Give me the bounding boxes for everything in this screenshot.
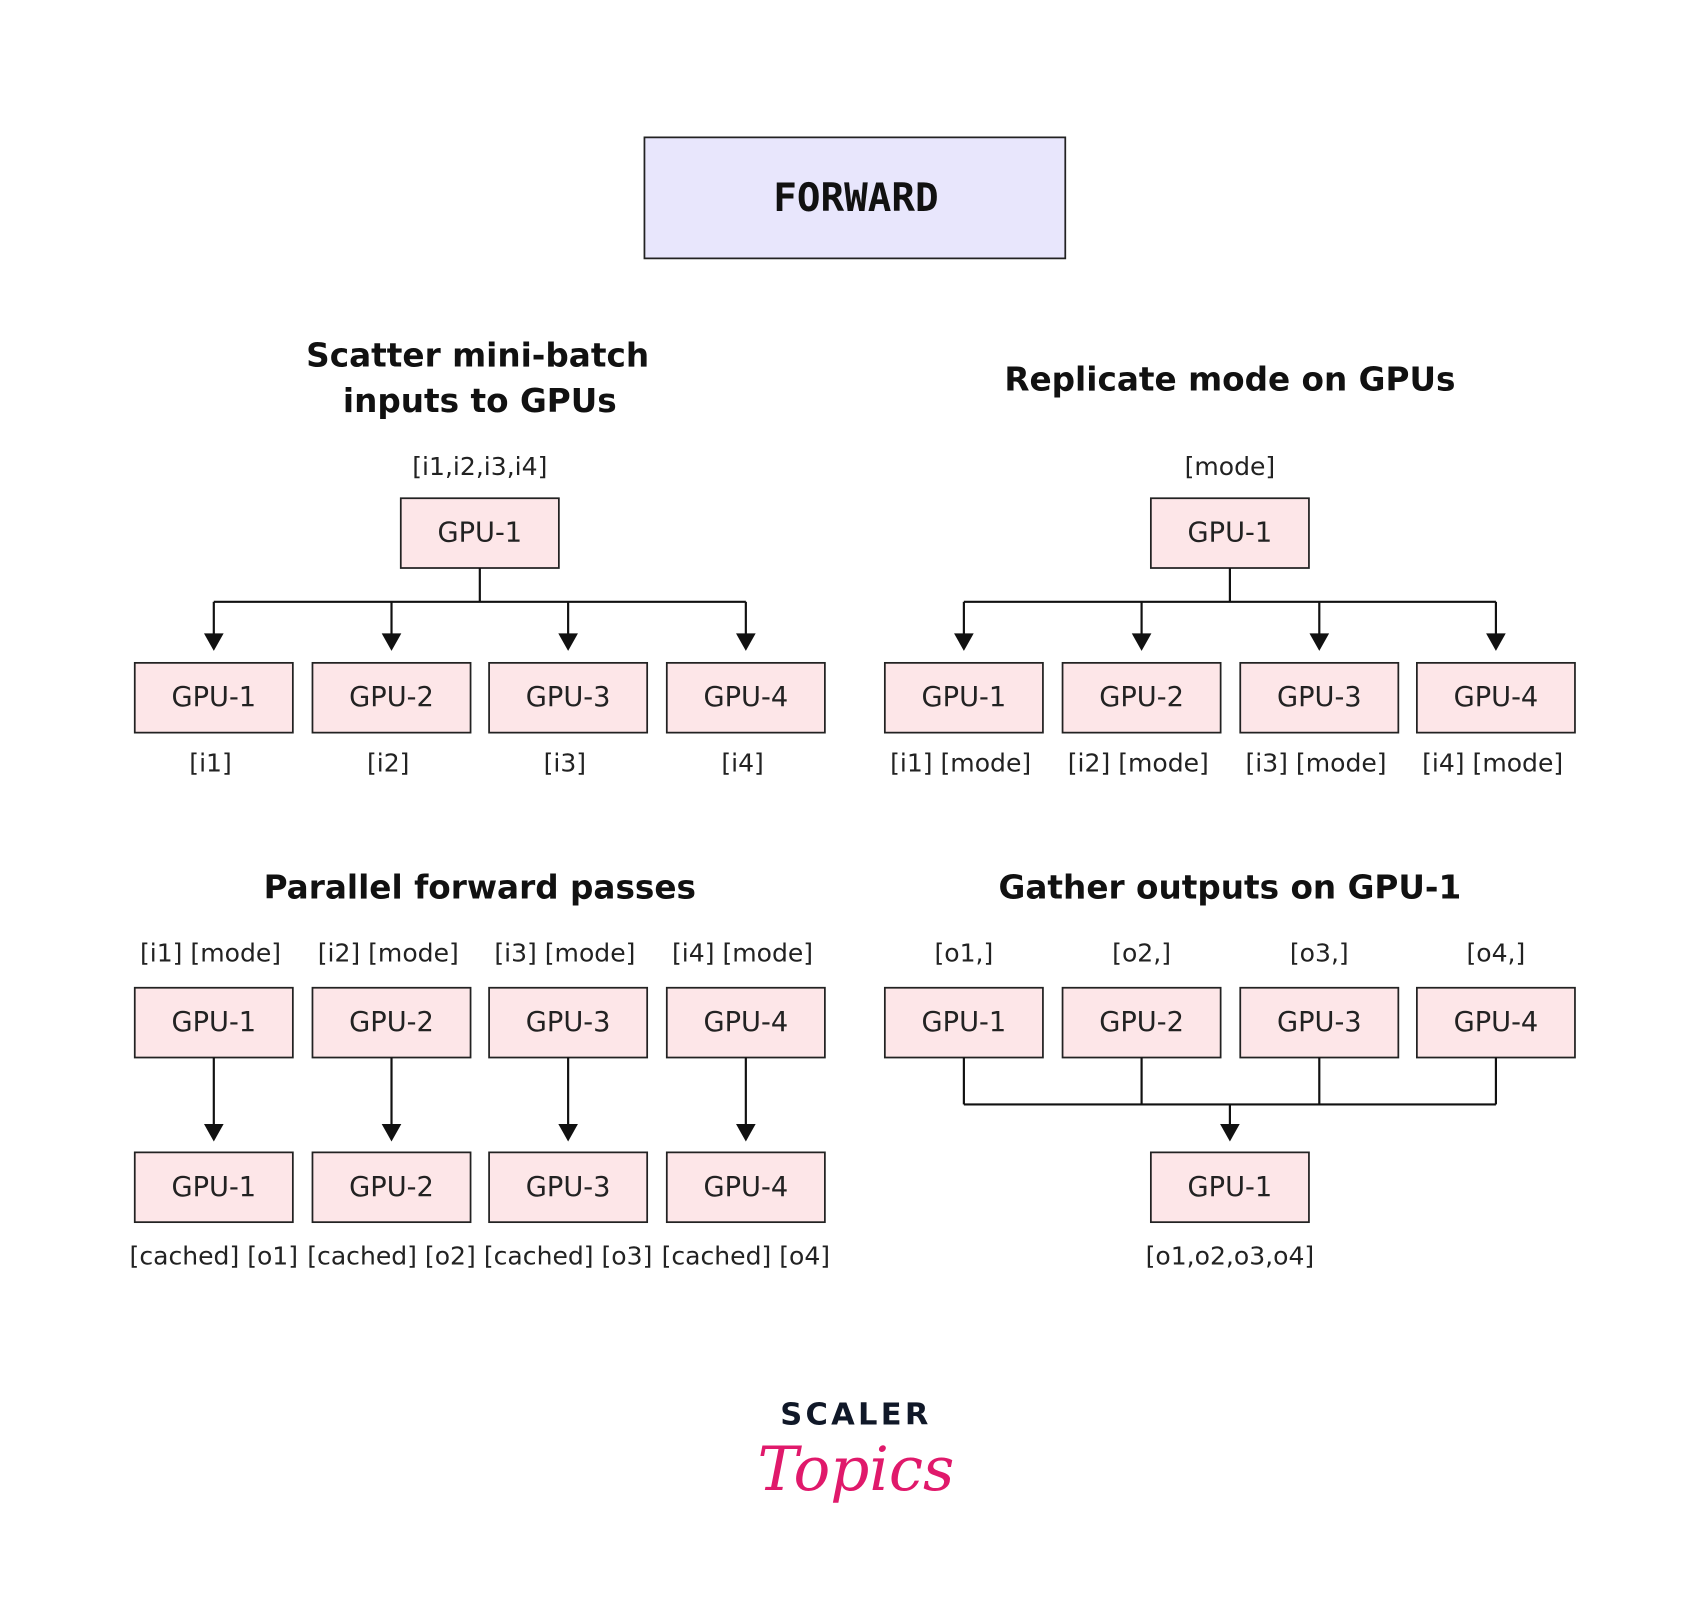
parallel-output-label: [cached] [o4] — [662, 1241, 831, 1270]
gpu-box-label: GPU-2 — [1099, 1007, 1184, 1038]
parallel-top-gpu: GPU-4 — [665, 986, 826, 1059]
gpu-box-label: GPU-1 — [922, 682, 1007, 713]
parallel-input-label: [i4] [mode] — [672, 938, 813, 967]
scatter-target-label: [i2] — [367, 749, 409, 778]
arrow-head-icon — [381, 1124, 402, 1142]
gather-target-label: [o1,o2,o3,o4] — [1146, 1241, 1315, 1270]
logo-topics-text: Topics — [758, 1434, 955, 1505]
parallel-input-label: [i2] [mode] — [318, 938, 459, 967]
gpu-box-label: GPU-2 — [349, 682, 434, 713]
gpu-box-label: GPU-1 — [1188, 518, 1273, 549]
scatter-target-label: [i1] — [189, 749, 231, 778]
arrow-head-icon — [1131, 633, 1152, 651]
gpu-box-label: GPU-4 — [1454, 1007, 1539, 1038]
scatter-target-gpu: GPU-1 — [133, 661, 294, 734]
parallel-top-gpu: GPU-1 — [133, 986, 294, 1059]
arrow-head-icon — [203, 1124, 224, 1142]
gpu-box-label: GPU-3 — [526, 1172, 611, 1203]
gpu-box-label: GPU-3 — [526, 1007, 611, 1038]
forward-title: FORWARD — [773, 176, 938, 221]
gpu-box-label: GPU-3 — [1277, 682, 1362, 713]
arrow-head-icon — [1220, 1124, 1240, 1142]
scatter-source-label: [i1,i2,i3,i4] — [412, 452, 547, 481]
parallel-heading: Parallel forward passes — [264, 868, 696, 906]
gather-source-label: [o1,] — [934, 938, 993, 967]
parallel-top-gpu: GPU-2 — [311, 986, 472, 1059]
gpu-box-label: GPU-4 — [704, 1007, 789, 1038]
gpu-box-label: GPU-1 — [1188, 1172, 1273, 1203]
scaler-topics-logo: SCALER Topics — [758, 1398, 955, 1506]
parallel-output-label: [cached] [o2] — [307, 1241, 476, 1270]
parallel-input-label: [i3] [mode] — [494, 938, 635, 967]
gather-heading: Gather outputs on GPU-1 — [999, 868, 1462, 906]
scatter-heading-line1: Scatter mini-batch — [306, 336, 649, 374]
gpu-box-label: GPU-3 — [1277, 1007, 1362, 1038]
scatter-target-gpu: GPU-4 — [665, 661, 826, 734]
parallel-bottom-gpu: GPU-4 — [665, 1151, 826, 1224]
logo-scaler-text: SCALER — [780, 1398, 931, 1433]
replicate-source-gpu: GPU-1 — [1149, 497, 1310, 569]
parallel-top-gpu: GPU-3 — [488, 986, 649, 1059]
replicate-target-label: [i3] [mode] — [1245, 749, 1386, 778]
gpu-box-label: GPU-2 — [1099, 682, 1184, 713]
gather-source-gpu: GPU-1 — [883, 986, 1044, 1059]
replicate-target-label: [i2] [mode] — [1068, 749, 1209, 778]
gpu-box-label: GPU-1 — [922, 1007, 1007, 1038]
gpu-box-label: GPU-2 — [349, 1172, 434, 1203]
scatter-target-label: [i4] — [721, 749, 763, 778]
arrow-head-icon — [736, 1124, 756, 1142]
gather-source-gpu: GPU-4 — [1416, 986, 1576, 1059]
gather-source-gpu: GPU-3 — [1239, 986, 1400, 1059]
scatter-source-gpu: GPU-1 — [399, 497, 560, 569]
gpu-box-label: GPU-4 — [704, 682, 789, 713]
forward-title-box: FORWARD — [643, 136, 1067, 260]
gpu-box-label: GPU-1 — [171, 682, 256, 713]
gpu-box-label: GPU-1 — [171, 1007, 256, 1038]
replicate-target-gpu: GPU-3 — [1239, 661, 1400, 734]
parallel-bottom-gpu: GPU-1 — [133, 1151, 294, 1224]
gpu-box-label: GPU-3 — [526, 682, 611, 713]
parallel-bottom-gpu: GPU-2 — [311, 1151, 472, 1224]
replicate-target-gpu: GPU-2 — [1061, 661, 1222, 734]
scatter-target-gpu: GPU-3 — [488, 661, 649, 734]
replicate-heading: Replicate mode on GPUs — [1004, 360, 1455, 398]
gather-source-label: [o2,] — [1112, 938, 1171, 967]
arrow-head-icon — [1309, 633, 1330, 651]
gather-source-gpu: GPU-2 — [1061, 986, 1222, 1059]
parallel-bottom-gpu: GPU-3 — [488, 1151, 649, 1224]
replicate-target-label: [i4] [mode] — [1422, 749, 1563, 778]
scatter-heading-line2: inputs to GPUs — [343, 382, 617, 420]
replicate-target-label: [i1] [mode] — [890, 749, 1031, 778]
arrow-head-icon — [558, 1124, 578, 1142]
parallel-output-label: [cached] [o1] — [130, 1241, 299, 1270]
replicate-target-gpu: GPU-4 — [1416, 661, 1576, 734]
gather-source-label: [o4,] — [1467, 938, 1526, 967]
parallel-input-label: [i1] [mode] — [140, 938, 281, 967]
arrow-head-icon — [736, 633, 756, 651]
gpu-box-label: GPU-4 — [1454, 682, 1539, 713]
scatter-target-gpu: GPU-2 — [311, 661, 472, 734]
gather-source-label: [o3,] — [1290, 938, 1349, 967]
arrow-head-icon — [1486, 633, 1506, 651]
replicate-source-label: [mode] — [1185, 452, 1276, 481]
gpu-box-label: GPU-4 — [704, 1172, 789, 1203]
scatter-target-label: [i3] — [544, 749, 586, 778]
gpu-box-label: GPU-1 — [171, 1172, 256, 1203]
parallel-output-label: [cached] [o3] — [484, 1241, 653, 1270]
gather-target-gpu: GPU-1 — [1149, 1151, 1310, 1224]
arrow-head-icon — [954, 633, 974, 651]
arrow-head-icon — [381, 633, 402, 651]
arrow-head-icon — [558, 633, 578, 651]
arrow-head-icon — [203, 633, 224, 651]
gpu-box-label: GPU-2 — [349, 1007, 434, 1038]
replicate-target-gpu: GPU-1 — [883, 661, 1044, 734]
gpu-box-label: GPU-1 — [437, 518, 522, 549]
